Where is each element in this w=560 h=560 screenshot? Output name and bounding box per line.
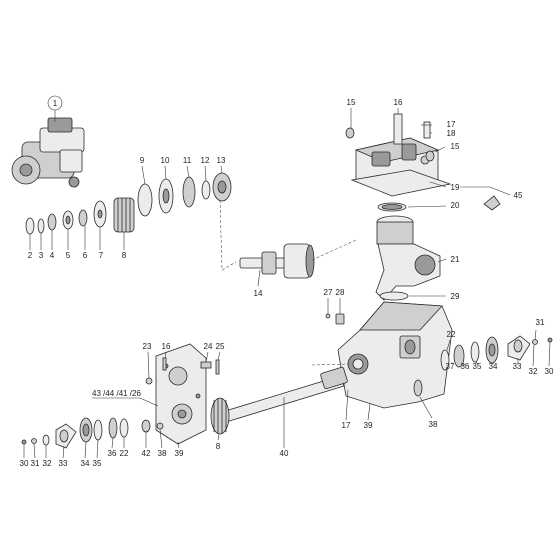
filter-shaft-part xyxy=(239,243,315,279)
label-19: 19 xyxy=(451,183,460,192)
label-22-right: 22 xyxy=(447,330,456,339)
cover-plate-part xyxy=(155,343,207,445)
label-14: 14 xyxy=(254,289,263,298)
right-bearing-stack xyxy=(440,335,553,371)
label-42: 42 xyxy=(142,449,151,458)
label-37: 37 xyxy=(446,362,455,371)
label-20: 20 xyxy=(451,201,460,210)
label-39-right: 39 xyxy=(364,421,373,430)
pump-assembly-illustration xyxy=(11,117,85,188)
label-40: 40 xyxy=(280,449,289,458)
pump-element-part xyxy=(375,215,441,301)
oring-29 xyxy=(379,291,409,301)
label-31-left: 31 xyxy=(31,459,40,468)
label-17-top: 17 xyxy=(447,120,456,129)
label-2: 2 xyxy=(28,251,33,260)
label-23: 23 xyxy=(143,342,152,351)
left-bearing-stack xyxy=(21,417,164,449)
label-34-left: 34 xyxy=(81,459,90,468)
label-10: 10 xyxy=(161,156,170,165)
label-38-left: 38 xyxy=(158,449,167,458)
main-housing-part xyxy=(311,301,453,409)
label-21: 21 xyxy=(451,255,460,264)
label-27: 27 xyxy=(324,288,333,297)
clip-part-45 xyxy=(483,195,501,211)
label-45: 45 xyxy=(514,191,523,200)
valve-block-part xyxy=(345,113,452,212)
gear-train-parts xyxy=(25,172,232,235)
drive-gear-part xyxy=(210,397,230,435)
label-28: 28 xyxy=(336,288,345,297)
label-24: 24 xyxy=(204,342,213,351)
label-13: 13 xyxy=(217,156,226,165)
main-shaft-part xyxy=(221,366,348,423)
label-33-right: 33 xyxy=(513,362,522,371)
label-31-right: 31 xyxy=(536,318,545,327)
label-8-bottom: 8 xyxy=(216,442,221,451)
label-35-left: 35 xyxy=(93,459,102,468)
label-29: 29 xyxy=(451,292,460,301)
label-36-left: 36 xyxy=(108,449,117,458)
label-25: 25 xyxy=(216,342,225,351)
label-9: 9 xyxy=(140,156,145,165)
label-35-right: 35 xyxy=(473,362,482,371)
label-38-right: 38 xyxy=(429,420,438,429)
small-parts-23-16-24-25 xyxy=(145,357,220,385)
label-32-left: 32 xyxy=(43,459,52,468)
label-43-44-41-26: 43 /44 /41 /26 xyxy=(92,389,141,398)
label-16-bottom: 16 xyxy=(162,342,171,351)
label-3: 3 xyxy=(39,251,44,260)
label-18: 18 xyxy=(447,129,456,138)
label-8: 8 xyxy=(122,251,127,260)
label-15-top: 15 xyxy=(347,98,356,107)
label-22-left: 22 xyxy=(120,449,129,458)
label-33-left: 33 xyxy=(59,459,68,468)
label-17-bottom: 17 xyxy=(342,421,351,430)
label-34-right: 34 xyxy=(489,362,498,371)
label-15-mid: 15 xyxy=(451,142,460,151)
label-4: 4 xyxy=(50,251,55,260)
label-6: 6 xyxy=(83,251,88,260)
label-7: 7 xyxy=(99,251,104,260)
label-30-right: 30 xyxy=(545,367,554,376)
label-39-left: 39 xyxy=(175,449,184,458)
sensor-parts-27-28 xyxy=(325,313,345,325)
label-1: 1 xyxy=(53,99,58,108)
label-11: 11 xyxy=(183,156,192,165)
label-36-right: 36 xyxy=(461,362,470,371)
label-16-top: 16 xyxy=(394,98,403,107)
label-30-left: 30 xyxy=(20,459,29,468)
label-5: 5 xyxy=(66,251,71,260)
label-12: 12 xyxy=(201,156,210,165)
label-32-right: 32 xyxy=(529,367,538,376)
